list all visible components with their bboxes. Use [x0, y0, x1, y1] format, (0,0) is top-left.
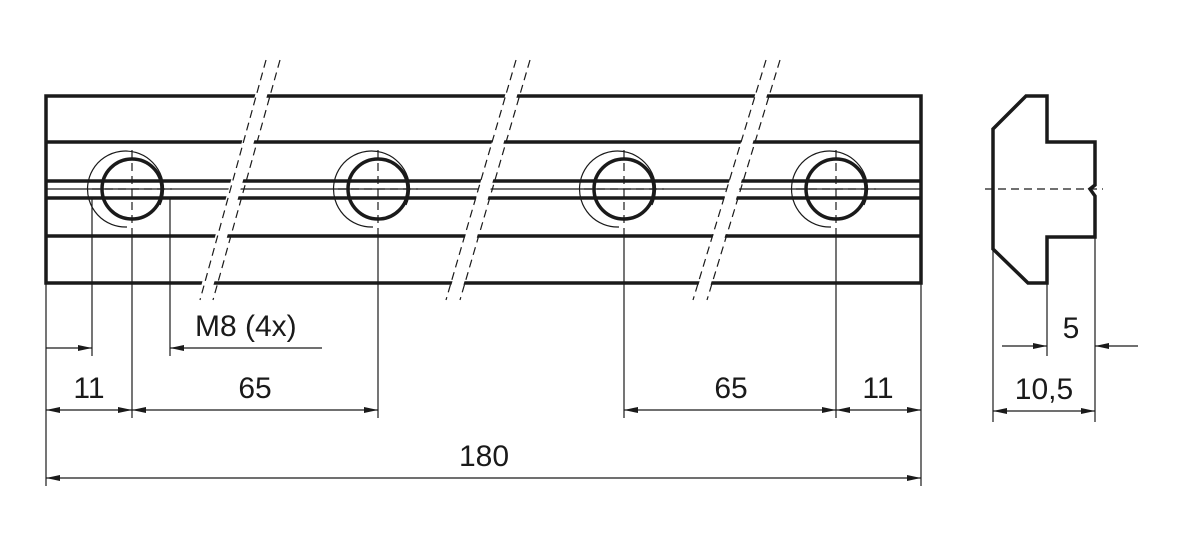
dimension-m8: M8 (4x): [46, 310, 322, 351]
dim-profile-width: 10,5: [1015, 373, 1073, 406]
hole-4: [790, 150, 876, 228]
slot-nut-profile-view: 5 10,5: [985, 94, 1138, 422]
dim-left-edge: 11: [73, 372, 104, 405]
dim-left-pitch: 65: [238, 372, 271, 405]
dim-profile-step: 5: [1063, 312, 1080, 345]
dimension-row: 11 65 65 11 180: [46, 372, 921, 481]
extension-lines: [45, 198, 922, 486]
dim-total: 180: [459, 440, 509, 473]
slot-nut-bar-front-view: [44, 94, 923, 285]
dim-right-pitch: 65: [714, 372, 747, 405]
hole-1: [86, 150, 172, 228]
dim-right-edge: 11: [862, 372, 893, 405]
hole-2: [332, 150, 418, 228]
break-lines: [199, 59, 781, 301]
thread-label: M8 (4x): [195, 310, 297, 343]
hole-3: [578, 150, 664, 228]
threaded-holes: [86, 150, 876, 228]
